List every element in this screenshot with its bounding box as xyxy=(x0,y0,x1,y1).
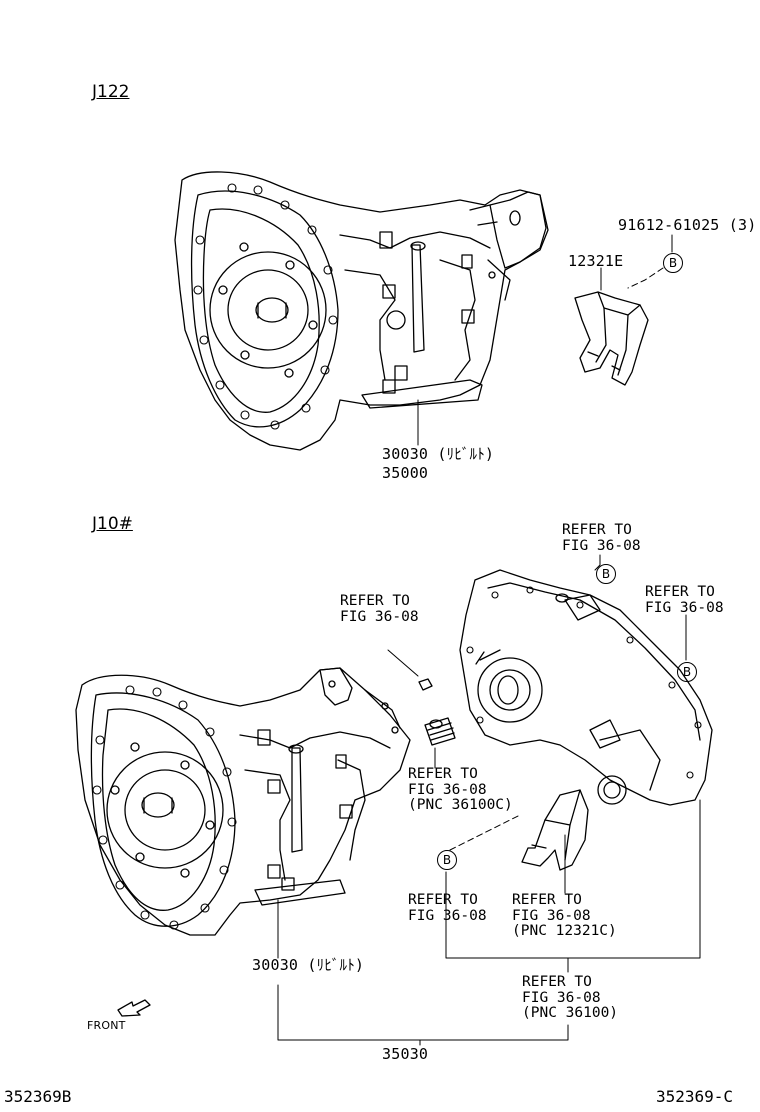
bottom-leader-lines xyxy=(277,554,701,1046)
bracket-part-number: 12321E xyxy=(568,252,624,270)
refer-left-low-text: REFER TO FIG 36-08 xyxy=(408,892,487,924)
reference-circle-b: B xyxy=(596,564,616,584)
refer-right-text: REFER TO FIG 36-08 xyxy=(645,584,724,616)
top-leader-lines xyxy=(417,234,673,446)
front-label: FRONT xyxy=(87,1019,126,1032)
refer-bracket-text: REFER TO FIG 36-08 (PNC 12321C) xyxy=(512,892,617,939)
rebuilt-assembly-part-number: 30030 (ﾘﾋﾞﾙﾄ) xyxy=(382,445,495,463)
assembly-part-number: 35000 xyxy=(382,464,429,482)
refer-top-text: REFER TO FIG 36-08 xyxy=(562,522,641,554)
top-bracket-drawing xyxy=(574,291,649,386)
reference-circle-b: B xyxy=(677,662,697,682)
bottom-transmission-drawing xyxy=(75,667,411,936)
pin-and-spring-drawing xyxy=(418,678,456,746)
refer-spring-text: REFER TO FIG 36-08 (PNC 36100C) xyxy=(408,766,513,813)
section-label-j10: J10# xyxy=(92,514,133,534)
refer-pin-text: REFER TO FIG 36-08 xyxy=(340,593,419,625)
rebuilt-assembly-part-number: 30030 (ﾘﾋﾞﾙﾄ) xyxy=(252,956,365,974)
assembly-part-number: 35030 xyxy=(382,1045,429,1063)
refer-transfer-text: REFER TO FIG 36-08 (PNC 36100) xyxy=(522,974,619,1021)
top-transmission-drawing xyxy=(174,171,549,451)
figure-code-left: 352369B xyxy=(4,1087,72,1106)
figure-code-right: 352369-C xyxy=(656,1087,734,1106)
transfer-case-drawing xyxy=(459,569,713,806)
front-arrow-icon xyxy=(117,999,151,1017)
bottom-bracket-drawing xyxy=(521,789,589,871)
reference-circle-b: B xyxy=(663,253,683,273)
bolt-part-number: 91612-61025 (3) xyxy=(618,216,757,234)
section-label-j122: J122 xyxy=(92,82,130,102)
reference-circle-b: B xyxy=(437,850,457,870)
